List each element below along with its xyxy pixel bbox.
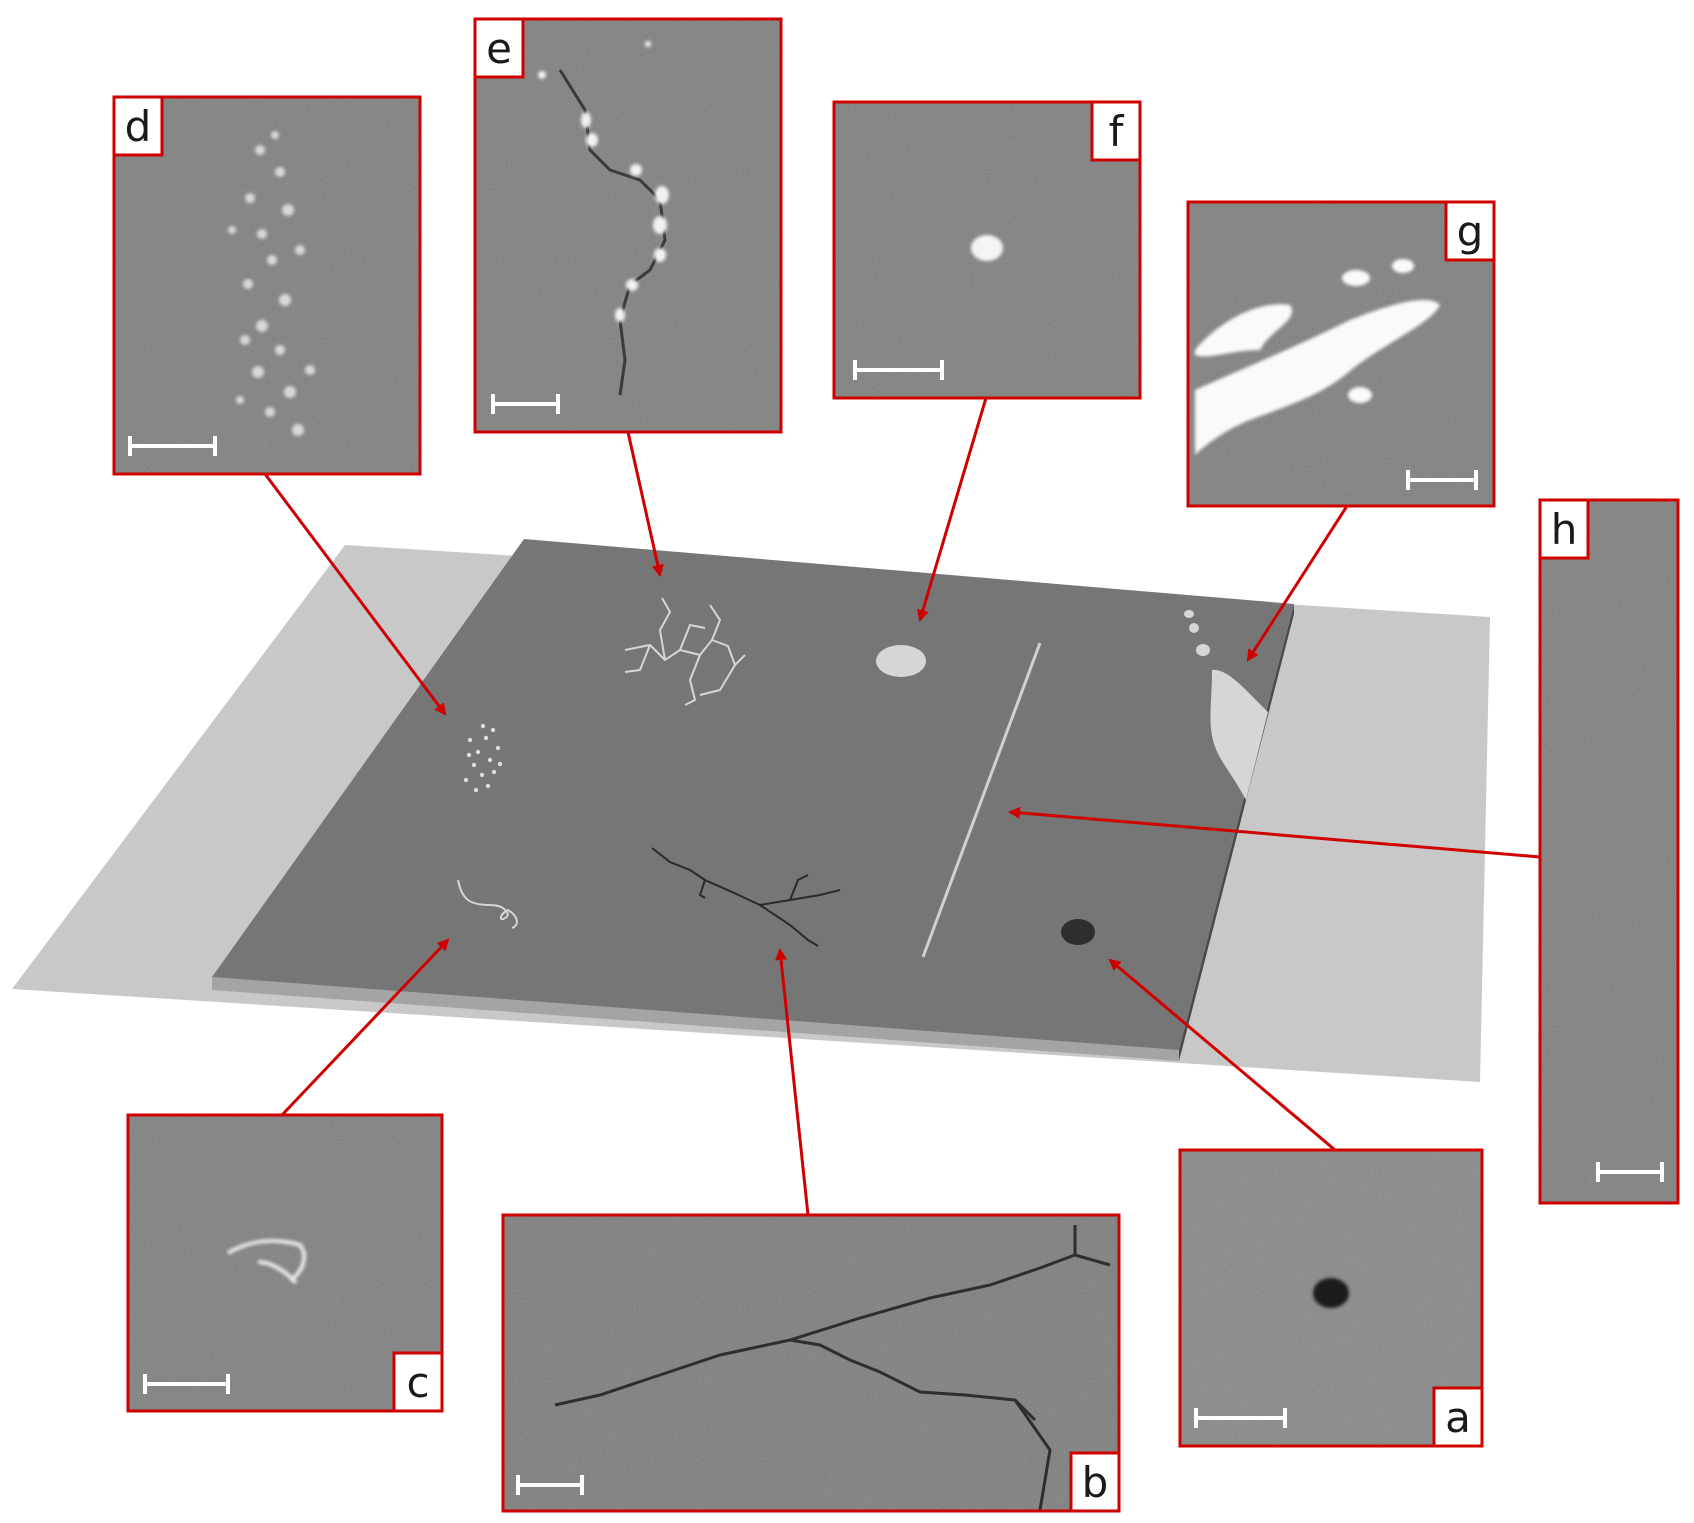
panel-g: g (1186, 200, 1496, 508)
panel-e: e (473, 17, 783, 434)
arrow-d (263, 473, 447, 716)
panel-label-box (1432, 1386, 1484, 1448)
panel-label: f (1109, 107, 1125, 156)
arrows (263, 397, 1541, 1216)
panel-label-box (1069, 1451, 1121, 1513)
schematic-bright-spot (876, 645, 926, 677)
panel-a: a (1178, 1148, 1484, 1448)
scale-bar (491, 394, 560, 414)
panel-f: f (832, 100, 1142, 400)
panel-d: d (112, 95, 422, 476)
arrow-a (1108, 958, 1336, 1152)
delamination-micrograph (1195, 259, 1440, 455)
schematic-dark-spot (1061, 919, 1095, 945)
panel-label-box (392, 1351, 444, 1413)
thin-film-sample (212, 539, 1294, 1050)
scale-bar (1194, 1408, 1287, 1428)
panel-label-box (1538, 498, 1590, 560)
schematic-dark-crack (651, 847, 841, 947)
schematic-delamination (1184, 610, 1268, 800)
panel-label: g (1457, 207, 1484, 256)
schematic-scratch-line (921, 642, 1042, 958)
panel-label-box (473, 17, 525, 79)
arrow-g (1246, 505, 1349, 662)
arrow-c (280, 938, 450, 1117)
panel-b: b (501, 1213, 1121, 1513)
schematic-curl-defect (457, 879, 518, 929)
arrow-f (917, 397, 988, 622)
panel-h: h (1538, 498, 1680, 1205)
panel-label: a (1445, 1393, 1471, 1442)
arrow-h (1008, 806, 1541, 859)
panel-label: d (125, 102, 152, 151)
scale-bar (128, 436, 217, 456)
crack-micrograph (554, 1225, 1111, 1511)
scale-bar (143, 1374, 230, 1394)
panel-label: b (1082, 1458, 1109, 1507)
scale-bar (1596, 1162, 1664, 1182)
scale-bar (1406, 470, 1478, 490)
scale-bar (853, 360, 944, 380)
sample-schematic (12, 539, 1490, 1082)
panel-label: c (406, 1358, 429, 1407)
particle-cluster-micrograph (228, 131, 315, 436)
curl-defect-micrograph (226, 1239, 307, 1285)
dark-spot-micrograph (1313, 1278, 1349, 1308)
panel-label: e (486, 24, 512, 73)
bright-blob-micrograph (971, 235, 1003, 261)
film-layer-front-edge (212, 977, 1179, 1061)
scale-bar (516, 1475, 584, 1495)
panel-label: h (1551, 505, 1578, 554)
arrow-e (626, 431, 664, 577)
panel-label-box (112, 95, 164, 157)
panel-label-box (1090, 100, 1142, 162)
arrow-b (775, 948, 810, 1216)
schematic-crack-network (624, 597, 746, 706)
schematic-particle-cluster (463, 723, 503, 793)
panel-label-box (1444, 200, 1496, 262)
panel-c: c (126, 1113, 444, 1413)
